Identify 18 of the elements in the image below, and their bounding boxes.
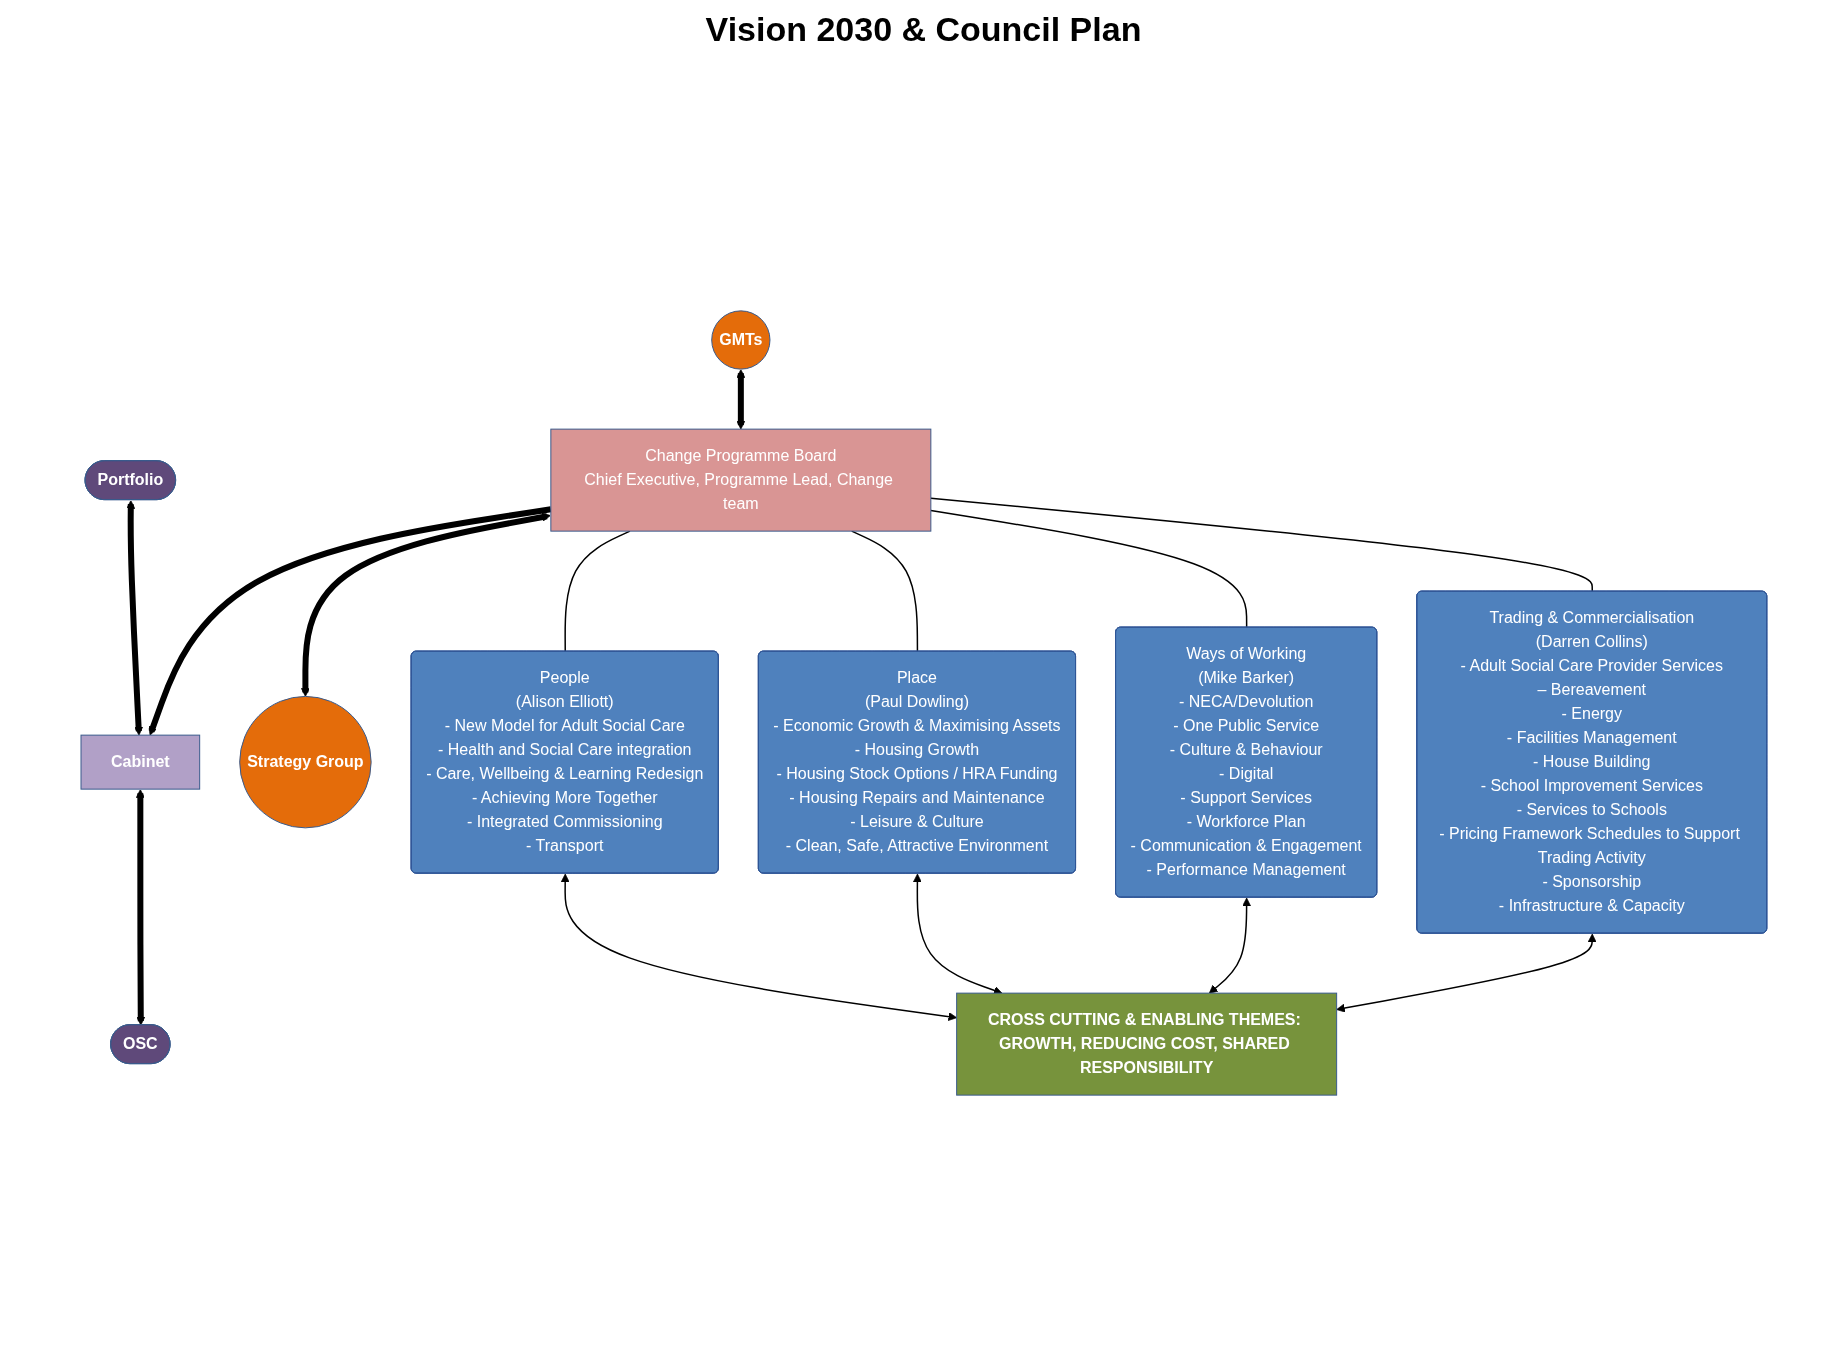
arrow [912,873,1003,995]
connector [929,509,1247,629]
arrow [300,512,551,697]
arrow [1335,933,1597,1013]
arrow [135,789,145,1026]
node-circle: Strategy Group [238,695,372,829]
connector [929,497,1593,593]
diagram-title: Vision 2030 & Council Plan [704,10,1143,49]
arrow [148,506,551,736]
arrow [560,873,957,1021]
connector [564,530,631,653]
arrow [1208,897,1251,994]
node-box: Cabinet [80,734,200,790]
node-circle: GMTs [710,310,771,370]
node-box: CROSS CUTTING & ENABLING THEMES: GROWTH, REDUCING COST, SHARED RESPONSIBILITY [955,992,1337,1096]
node-box: Change Programme Board Chief Executive, Programme Lead, Change team [549,428,931,532]
arrow [126,500,143,736]
arrow [736,369,745,430]
